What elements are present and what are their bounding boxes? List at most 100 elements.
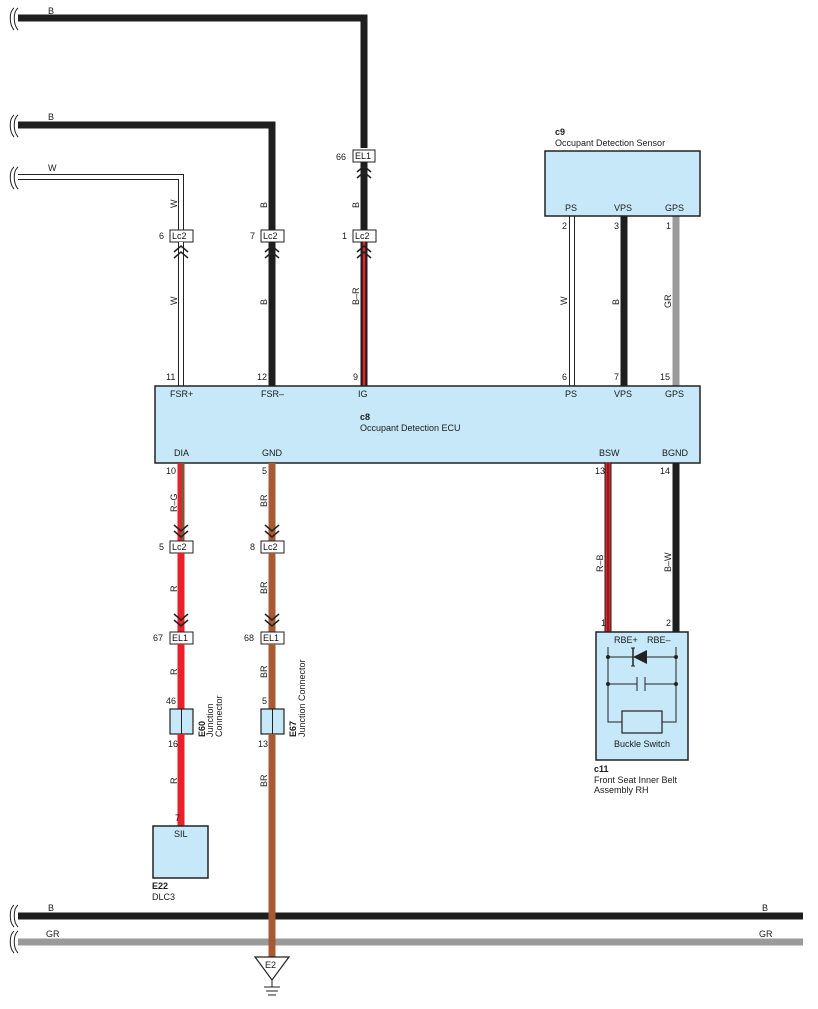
svg-text:PS: PS: [565, 203, 577, 213]
svg-text:E22: E22: [152, 881, 168, 891]
svg-text:66: 66: [336, 152, 346, 162]
svg-text:Lc2: Lc2: [172, 231, 187, 241]
svg-text:13: 13: [258, 739, 268, 749]
svg-text:10: 10: [166, 466, 176, 476]
svg-text:VPS: VPS: [614, 389, 632, 399]
wires-lc2-to-el1: R BR: [169, 553, 280, 632]
svg-text:12: 12: [257, 372, 267, 382]
svg-text:R: R: [169, 777, 179, 784]
svg-text:BR: BR: [259, 774, 269, 787]
wire-top-b-ig: [14, 14, 368, 148]
junction-connector-e67: 5 13 E67 Junction Connector: [258, 659, 307, 749]
svg-text:46: 46: [166, 696, 176, 706]
svg-text:5: 5: [159, 542, 164, 552]
wires-below-ecu: R–G BR R–B 1 B–W 2: [169, 463, 680, 632]
svg-text:Lc2: Lc2: [263, 231, 278, 241]
svg-text:BR: BR: [259, 665, 269, 678]
svg-text:E60: E60: [197, 721, 207, 737]
svg-text:DLC3: DLC3: [152, 892, 175, 902]
svg-text:EL1: EL1: [355, 151, 371, 161]
svg-text:R–G: R–G: [169, 493, 179, 512]
svg-text:B–W: B–W: [663, 552, 673, 572]
svg-text:GR: GR: [46, 929, 60, 939]
svg-text:c11: c11: [594, 764, 609, 774]
svg-text:3: 3: [614, 221, 619, 231]
ground-e2: E2: [253, 956, 291, 996]
svg-text:RBE+: RBE+: [614, 635, 638, 645]
svg-text:2: 2: [562, 221, 567, 231]
svg-text:FSR+: FSR+: [170, 389, 193, 399]
wire-top-b-fsr-minus: [14, 121, 276, 230]
top-wires: B B W: [8, 6, 368, 230]
svg-text:7: 7: [175, 813, 180, 823]
dlc3-connector: SIL E22 DLC3: [152, 825, 209, 902]
buckle-switch-assembly: RBE+ RBE– Buckle Switch c11 Front Seat I…: [594, 631, 689, 795]
svg-text:BR: BR: [259, 581, 269, 594]
svg-text:B: B: [611, 299, 621, 305]
svg-text:R: R: [169, 585, 179, 592]
wire-label-top-w: W: [48, 163, 57, 173]
svg-text:R: R: [169, 668, 179, 675]
svg-text:W: W: [169, 296, 179, 305]
svg-text:5: 5: [262, 696, 267, 706]
lc2-connectors-lower: Lc2 5 Lc2 8: [159, 540, 285, 554]
svg-text:68: 68: [244, 633, 254, 643]
svg-text:6: 6: [562, 372, 567, 382]
junction-connector-e60: 46 16 E60 Junction Connector: [166, 695, 224, 749]
svg-text:c9: c9: [555, 127, 565, 137]
occupant-detection-sensor: c9 Occupant Detection Sensor PS VPS GPS …: [544, 127, 701, 231]
svg-text:FSR–: FSR–: [261, 389, 284, 399]
svg-text:c8: c8: [360, 412, 370, 422]
svg-text:Junction Connector: Junction Connector: [297, 659, 307, 737]
svg-text:EL1: EL1: [172, 633, 188, 643]
svg-text:7: 7: [614, 372, 619, 382]
svg-text:BGND: BGND: [662, 448, 689, 458]
svg-text:EL1: EL1: [263, 633, 279, 643]
svg-text:E2: E2: [265, 960, 276, 970]
svg-text:GPS: GPS: [665, 389, 684, 399]
svg-text:W: W: [169, 199, 179, 208]
svg-text:1: 1: [666, 221, 671, 231]
svg-text:BSW: BSW: [599, 448, 620, 458]
svg-text:Front Seat Inner Belt: Front Seat Inner Belt: [594, 775, 678, 785]
el1-connectors-lower: EL1 67 EL1 68: [153, 631, 285, 645]
svg-text:15: 15: [660, 372, 670, 382]
wire-top-w-fsr-plus: [14, 174, 184, 230]
svg-text:SIL: SIL: [174, 829, 188, 839]
svg-text:Occupant Detection ECU: Occupant Detection ECU: [360, 423, 461, 433]
svg-text:16: 16: [168, 739, 178, 749]
lc2-connectors-upper: Lc2 6 W Lc2 7 B Lc2 1: [159, 199, 377, 243]
svg-text:14: 14: [660, 466, 670, 476]
svg-text:Lc2: Lc2: [263, 542, 278, 552]
svg-text:B–R: B–R: [351, 287, 361, 305]
svg-text:Lc2: Lc2: [355, 231, 370, 241]
svg-text:6: 6: [159, 231, 164, 241]
svg-text:Occupant Detection Sensor: Occupant Detection Sensor: [555, 138, 665, 148]
svg-text:GND: GND: [262, 448, 283, 458]
svg-text:Assembly RH: Assembly RH: [594, 785, 649, 795]
el1-connector-ig: EL1 66 B: [336, 149, 376, 230]
wires-el1-to-junction: R BR: [169, 644, 276, 709]
wires-to-ecu-top: W B B–R W B GR: [169, 216, 680, 386]
svg-text:PS: PS: [565, 389, 577, 399]
svg-text:8: 8: [250, 542, 255, 552]
occupant-detection-ecu: FSR+ FSR– IG PS VPS GPS c8 Occupant Dete…: [154, 372, 701, 476]
svg-text:9: 9: [353, 372, 358, 382]
svg-text:GR: GR: [759, 929, 773, 939]
svg-text:Buckle Switch: Buckle Switch: [614, 739, 670, 749]
wire-label-top-b1: B: [48, 6, 54, 16]
svg-text:B: B: [762, 903, 768, 913]
wire-break-symbol: [9, 7, 19, 190]
svg-text:E67: E67: [288, 721, 298, 737]
svg-text:7: 7: [250, 231, 255, 241]
svg-text:VPS: VPS: [614, 203, 632, 213]
svg-text:1: 1: [601, 618, 606, 628]
svg-text:B: B: [259, 299, 269, 305]
svg-text:Junction: Junction: [205, 703, 215, 737]
bottom-bus-wires: B B GR GR: [8, 903, 803, 954]
svg-text:R–B: R–B: [595, 554, 605, 572]
svg-text:IG: IG: [358, 389, 368, 399]
svg-text:1: 1: [342, 231, 347, 241]
svg-text:W: W: [559, 296, 569, 305]
